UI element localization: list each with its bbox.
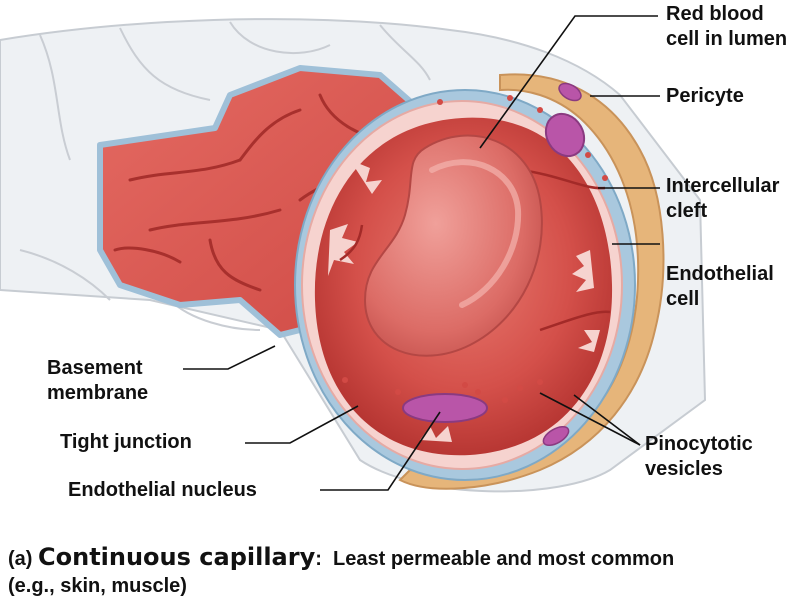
label-endothelial-cell-line1: Endothelial <box>666 263 774 285</box>
label-basement-membrane: Basement membrane <box>47 356 148 406</box>
leader-lines <box>183 15 660 491</box>
label-intercellular-cleft-line1: Intercellular <box>666 175 780 197</box>
endothelial-nucleus-shape <box>402 393 488 423</box>
label-red-blood-cell-line2: cell in lumen <box>666 28 788 50</box>
caption-title: Continuous capillary <box>38 543 316 571</box>
label-endothelial-nucleus: Endothelial nucleus <box>68 478 257 503</box>
label-endothelial-nucleus-line1: Endothelial nucleus <box>68 479 257 501</box>
red-blood-cell <box>363 134 543 357</box>
label-pericyte-line1: Pericyte <box>666 85 744 107</box>
label-tight-junction: Tight junction <box>60 430 192 455</box>
pericyte-nucleus-top-shape <box>558 82 582 102</box>
red-blood-cell-highlight <box>429 159 522 308</box>
capillary-illustration <box>0 15 707 493</box>
figure-caption: (a) Continuous capillary: Least permeabl… <box>8 543 808 599</box>
label-endothelial-cell-line2: cell <box>666 288 700 310</box>
pinocytotic-vesicle-dots <box>342 95 608 403</box>
label-red-blood-cell-line1: Red blood <box>666 3 764 25</box>
label-endothelial-cell: Endothelial cell <box>666 262 774 312</box>
label-pinocytotic-vesicles-line2: vesicles <box>645 458 723 480</box>
caption-line1: (a) Continuous capillary: Least permeabl… <box>8 543 808 573</box>
label-basement-membrane-line2: membrane <box>47 382 149 404</box>
label-pinocytotic-vesicles-line1: Pinocytotic <box>645 433 753 455</box>
caption-examples: (e.g., skin, muscle) <box>8 575 187 597</box>
label-intercellular-cleft-line2: cleft <box>666 200 708 222</box>
endothelial-nucleus-right-shape <box>544 112 586 158</box>
label-red-blood-cell: Red blood cell in lumen <box>666 2 787 52</box>
label-pinocytotic-vesicles: Pinocytotic vesicles <box>645 432 753 482</box>
pericyte-nucleus-bottom-shape <box>542 425 570 447</box>
label-tight-junction-line1: Tight junction <box>60 431 192 453</box>
caption-prefix: (a) <box>8 548 38 570</box>
outer-wall-cell-lines <box>19 21 431 331</box>
caption-colon: : <box>315 548 322 570</box>
caption-description: Least permeable and most common <box>321 548 675 570</box>
label-intercellular-cleft: Intercellular cleft <box>666 174 779 224</box>
label-basement-membrane-line1: Basement <box>47 357 143 379</box>
label-pericyte: Pericyte <box>666 84 744 109</box>
pericyte-layer <box>398 73 665 490</box>
